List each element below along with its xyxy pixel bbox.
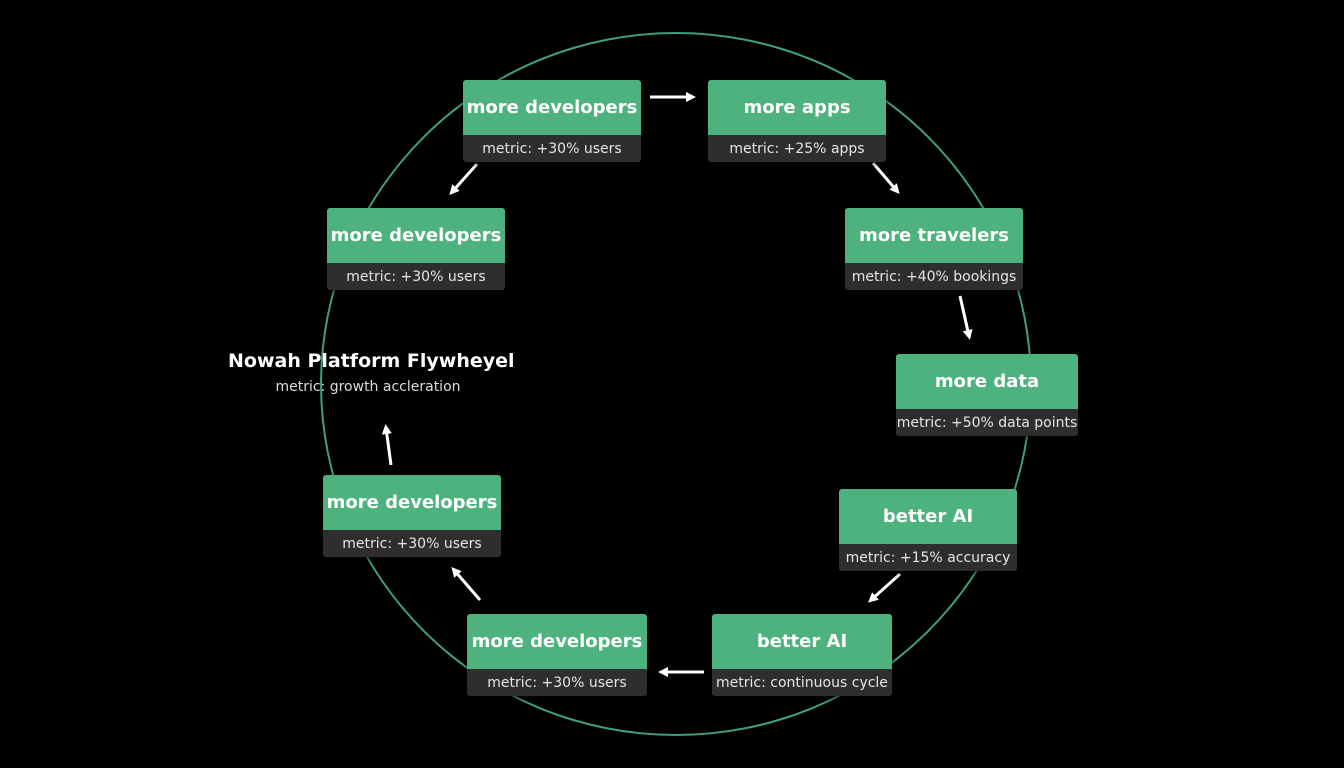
node-metric: metric: +50% data points — [896, 409, 1078, 436]
node-more-travelers: more travelers metric: +40% bookings — [845, 208, 1023, 290]
node-metric: metric: continuous cycle — [712, 669, 892, 696]
node-more-developers-top: more developers metric: +30% users — [463, 80, 641, 162]
node-label: more data — [896, 354, 1078, 409]
node-more-apps: more apps metric: +25% apps — [708, 80, 886, 162]
node-label: better AI — [712, 614, 892, 669]
node-metric: metric: +30% users — [467, 669, 647, 696]
node-label: more developers — [327, 208, 505, 263]
node-metric: metric: +25% apps — [708, 135, 886, 162]
node-metric: metric: +30% users — [323, 530, 501, 557]
diagram-subtitle: metric: growth accleration — [275, 379, 461, 395]
node-metric: metric: +40% bookings — [845, 263, 1023, 290]
arrow-2 — [871, 162, 900, 195]
node-better-ai-right: better AI metric: +15% accuracy — [839, 489, 1017, 571]
node-metric: metric: +30% users — [463, 135, 641, 162]
node-metric: metric: +15% accuracy — [839, 544, 1017, 571]
node-metric: metric: +30% users — [327, 263, 505, 290]
arrow-6 — [451, 566, 482, 601]
node-more-developers-bottom: more developers metric: +30% users — [467, 614, 647, 696]
arrow-3 — [958, 295, 973, 340]
node-more-developers-lower-left: more developers metric: +30% users — [323, 475, 501, 557]
node-more-developers-upper-left: more developers metric: +30% users — [327, 208, 505, 290]
node-label: more developers — [323, 475, 501, 530]
node-label: more developers — [467, 614, 647, 669]
diagram-title: Nowah Platform Flywheyel — [228, 350, 515, 372]
arrow-8 — [449, 163, 479, 195]
node-better-ai-bottom: better AI metric: continuous cycle — [712, 614, 892, 696]
node-label: more apps — [708, 80, 886, 135]
node-more-data: more data metric: +50% data points — [896, 354, 1078, 436]
arrow-7 — [381, 424, 393, 466]
node-label: more developers — [463, 80, 641, 135]
diagram-title-block: Nowah Platform Flywheyel metric: growth … — [228, 350, 515, 395]
node-label: more travelers — [845, 208, 1023, 263]
arrow-4 — [868, 572, 902, 603]
node-label: better AI — [839, 489, 1017, 544]
